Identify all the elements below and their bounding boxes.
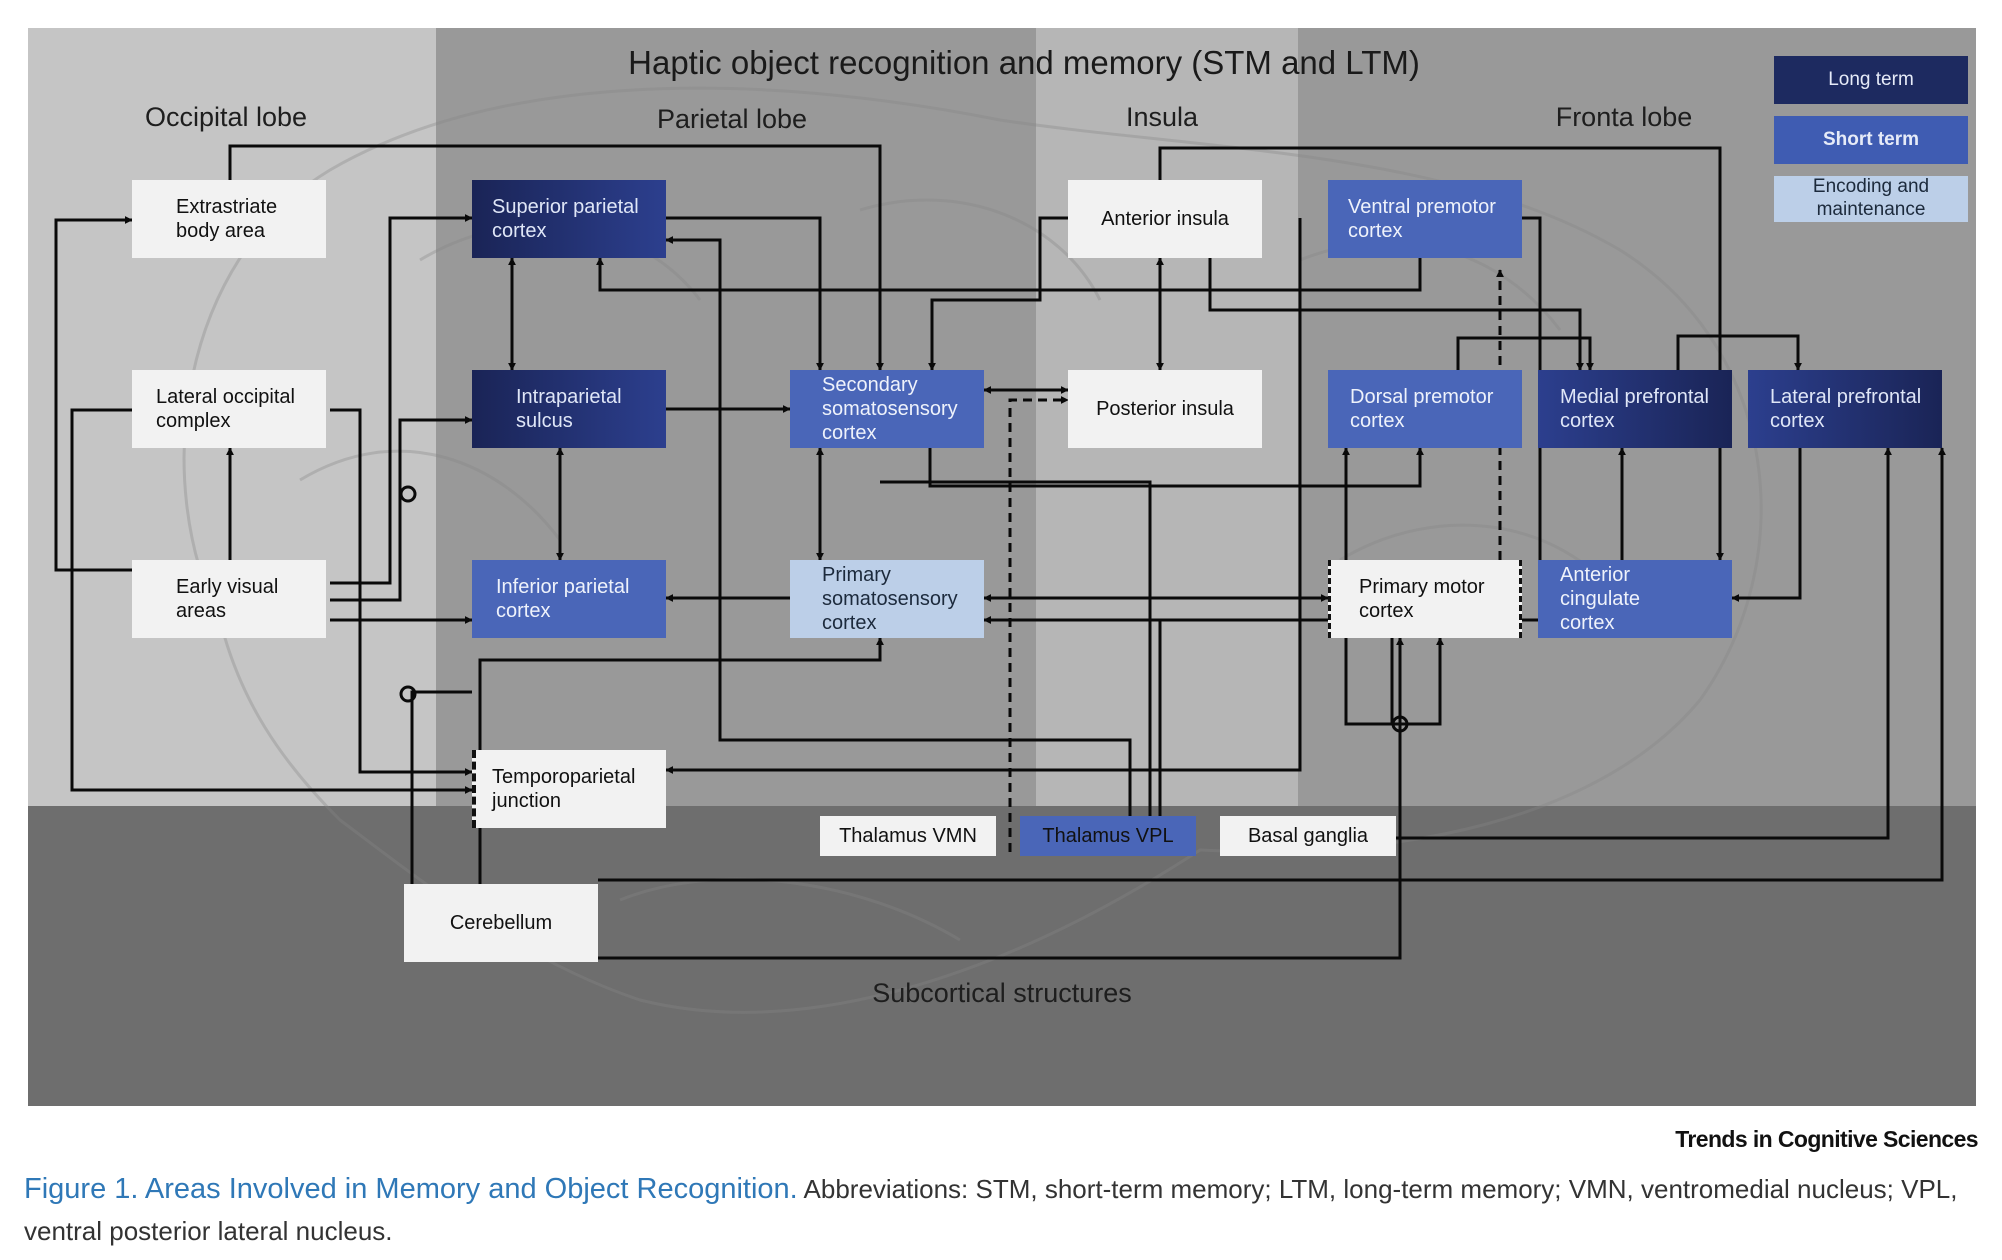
connector-dorsal-premotor-to-medial-prefrontal	[1456, 336, 1594, 371]
region-label-insula: Insula	[1125, 102, 1199, 132]
node-basal-ganglia: Basal ganglia	[1220, 816, 1396, 856]
node-thalamus-vmn: Thalamus VMN	[820, 816, 996, 856]
connector-anterior-insula-to-medial-prefrontal	[1208, 258, 1584, 371]
junction-2	[399, 685, 417, 703]
connector-early-visual-to-extrastriate	[54, 216, 133, 572]
node-anterior-insula: Anterior insula	[1068, 180, 1262, 258]
caption-text: Abbreviations: STM, short-term memory; L…	[24, 1174, 1958, 1246]
connector-thalamus-vpl-to-superior-parietal	[665, 236, 1132, 816]
connector-anterior-insula-to-temporoparietal	[665, 218, 1302, 774]
legend-long-term: Long term	[1774, 56, 1968, 104]
node-posterior-insula: Posterior insula	[1068, 370, 1262, 448]
caption-title: Figure 1. Areas Involved in Memory and O…	[24, 1173, 798, 1205]
connector-basal-ganglia-to-lateral-prefrontal	[1396, 447, 1892, 840]
connector-secondary-to-thalamus-route	[880, 480, 1152, 816]
figure-caption: Figure 1. Areas Involved in Memory and O…	[24, 1168, 1984, 1251]
connector-superior-parietal-to-secondary	[666, 216, 824, 371]
journal-brand: Trends in Cognitive Sciences	[1675, 1126, 1978, 1152]
connector-anterior-insula-to-anterior-cingulate	[1158, 146, 1724, 561]
node-superior-parietal: Superior parietal cortex	[472, 180, 666, 258]
junction-3	[1391, 715, 1409, 733]
connector-lateral-occipital-to-temporoparietal	[70, 408, 473, 794]
diagram-title: Haptic object recognition and memory (ST…	[628, 44, 1420, 81]
connector-cerebellum-to-primary-motor	[598, 637, 1404, 960]
connector-secondary-to-dorsal-premotor	[928, 447, 1424, 488]
legend-short-term: Short term	[1774, 116, 1968, 164]
connector-cerebellum-to-lateral-prefrontal	[598, 447, 1946, 882]
junction-1	[399, 485, 417, 503]
node-early-visual: Early visual areas	[132, 560, 326, 638]
node-extrastriate: Extrastriate body area	[132, 180, 326, 258]
connector-medial-to-lateral-prefrontal	[1676, 334, 1802, 371]
connector-ventral-premotor-to-superior-parietal	[596, 257, 1422, 292]
node-inferior-parietal: Inferior parietal cortex	[472, 560, 666, 638]
diagram-canvas	[28, 28, 1976, 1106]
connector-early-visual-to-intraparietal	[330, 416, 473, 602]
node-cerebellum: Cerebellum	[404, 884, 598, 962]
node-thalamus-vpl: Thalamus VPL	[1020, 816, 1196, 856]
connector-anterior-cingulate-to-lateral-prefrontal	[1731, 448, 1802, 602]
node-dorsal-premotor: Dorsal premotor cortex	[1328, 370, 1522, 448]
node-lateral-occipital: Lateral occipital complex	[132, 370, 326, 448]
node-ventral-premotor: Ventral premotor cortex	[1328, 180, 1522, 258]
connector-thalamus-vmn-to-posterior-insula	[1008, 396, 1069, 852]
subcortical-region	[28, 806, 1976, 1106]
node-medial-prefrontal: Medial prefrontal cortex	[1538, 370, 1732, 448]
node-secondary-somatosensory: Secondary somatosensory cortex	[790, 370, 984, 448]
region-label-frontal: Fronta lobe	[1555, 102, 1693, 132]
node-primary-somatosensory: Primary somatosensory cortex	[790, 560, 984, 638]
legend-encoding: Encoding and maintenance	[1774, 176, 1968, 222]
connections-layer	[54, 144, 1946, 960]
region-label-subcortical: Subcortical structures	[872, 978, 1132, 1008]
node-lateral-prefrontal: Lateral prefrontal cortex	[1748, 370, 1942, 448]
connector-cerebellum-to-temporoparietal	[410, 690, 472, 884]
connector-lateral-occipital-via-path	[330, 408, 473, 776]
connector-anterior-insula-to-secondary	[928, 216, 1068, 371]
connector-extrastriate-to-secondary	[228, 144, 884, 371]
node-primary-motor: Primary motor cortex	[1328, 560, 1522, 638]
region-label-occipital: Occipital lobe	[144, 102, 308, 132]
node-intraparietal: Intraparietal sulcus	[472, 370, 666, 448]
region-label-parietal: Parietal lobe	[656, 104, 808, 134]
node-temporoparietal: Temporoparietal junction	[472, 750, 666, 828]
node-anterior-cingulate: Anterior cingulate cortex	[1538, 560, 1732, 638]
